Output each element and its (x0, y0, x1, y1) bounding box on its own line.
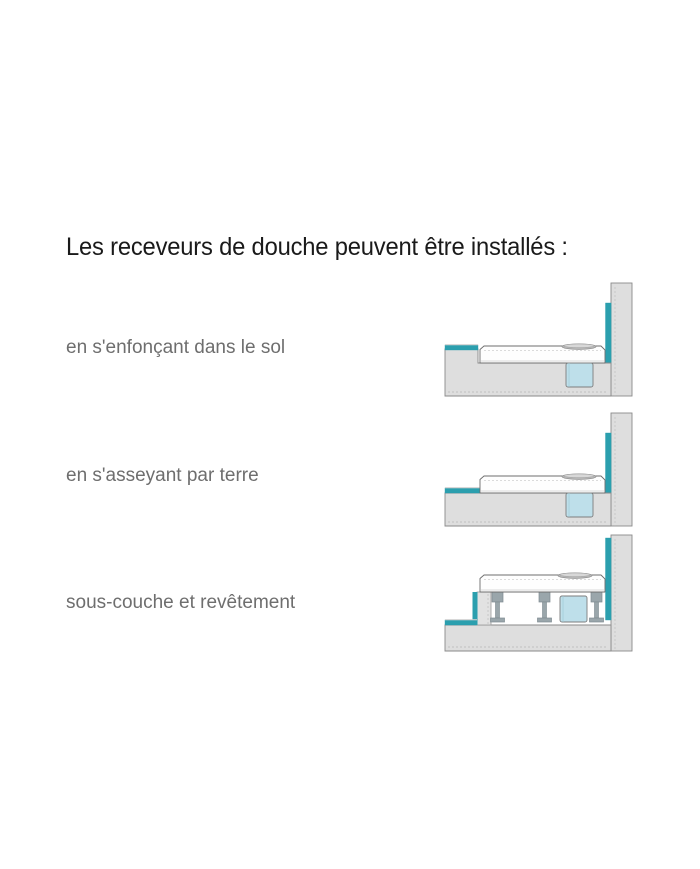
shower-tray-on-floor-diagram (435, 405, 635, 535)
row-label-recessed: en s'enfonçant dans le sol (66, 337, 286, 358)
adjustable-foot (537, 591, 552, 623)
drain-trap (565, 362, 594, 388)
row-label-floor-level: en s'asseyant par terre (66, 465, 259, 486)
shower-tray-on-feet-diagram (435, 530, 635, 660)
adjustable-foot (589, 591, 604, 623)
tile-covering-riser (472, 592, 478, 625)
drain-grate (561, 343, 597, 350)
drain-grate (561, 473, 597, 480)
underlay-riser (476, 591, 492, 626)
drain-trap (565, 492, 594, 518)
floor-slab (444, 624, 612, 652)
tile-covering-wall (605, 432, 612, 496)
shower-tray (479, 475, 606, 494)
tile-covering-floor (444, 619, 478, 626)
tile-covering-floor (444, 487, 481, 494)
tile-covering-wall (605, 537, 612, 621)
shower-tray (479, 574, 606, 593)
row-label-underlay: sous-couche et revêtement (66, 592, 296, 613)
wall (610, 282, 633, 397)
adjustable-foot (490, 591, 505, 623)
tile-covering-wall (605, 302, 612, 366)
shower-tray (479, 345, 606, 364)
shower-tray-recessed-diagram (435, 275, 635, 405)
drain-trap (559, 595, 588, 623)
page-title: Les receveurs de douche peuvent être ins… (66, 233, 568, 261)
drain-grate (557, 572, 593, 579)
tile-covering-floor (444, 344, 479, 351)
wall (610, 534, 633, 652)
wall (610, 412, 633, 527)
